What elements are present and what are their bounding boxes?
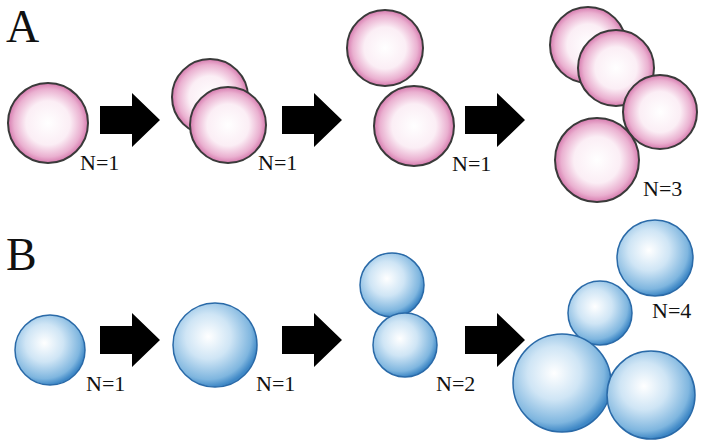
cell-count: N=4 — [652, 300, 691, 322]
cell-count: N=3 — [643, 178, 682, 200]
panel-letter: B — [6, 232, 37, 278]
cell-count: N=2 — [436, 373, 475, 395]
cell — [360, 253, 424, 317]
cell — [623, 75, 697, 149]
cell — [347, 10, 423, 86]
pink-cells — [8, 7, 697, 202]
cell — [373, 313, 437, 377]
cell — [568, 281, 632, 345]
cell — [190, 87, 266, 163]
step-arrows — [100, 93, 525, 367]
blue-cells — [15, 220, 695, 439]
block-arrow — [100, 93, 160, 147]
block-arrow — [282, 93, 342, 147]
block-arrow — [465, 93, 525, 147]
cell-count: N=1 — [80, 152, 119, 174]
cell — [555, 118, 639, 202]
cell — [15, 315, 85, 385]
cell — [617, 220, 693, 296]
cell-count: N=1 — [258, 152, 297, 174]
cell — [374, 86, 454, 166]
block-arrow — [100, 313, 160, 367]
block-arrow — [465, 313, 525, 367]
block-arrow — [282, 313, 342, 367]
panel-letter: A — [6, 4, 39, 50]
cell — [513, 334, 611, 432]
cell — [8, 83, 88, 163]
cell-count: N=1 — [256, 373, 295, 395]
cell-count: N=1 — [452, 153, 491, 175]
cell-count: N=1 — [86, 373, 125, 395]
cell — [173, 303, 257, 387]
cell — [607, 351, 695, 439]
